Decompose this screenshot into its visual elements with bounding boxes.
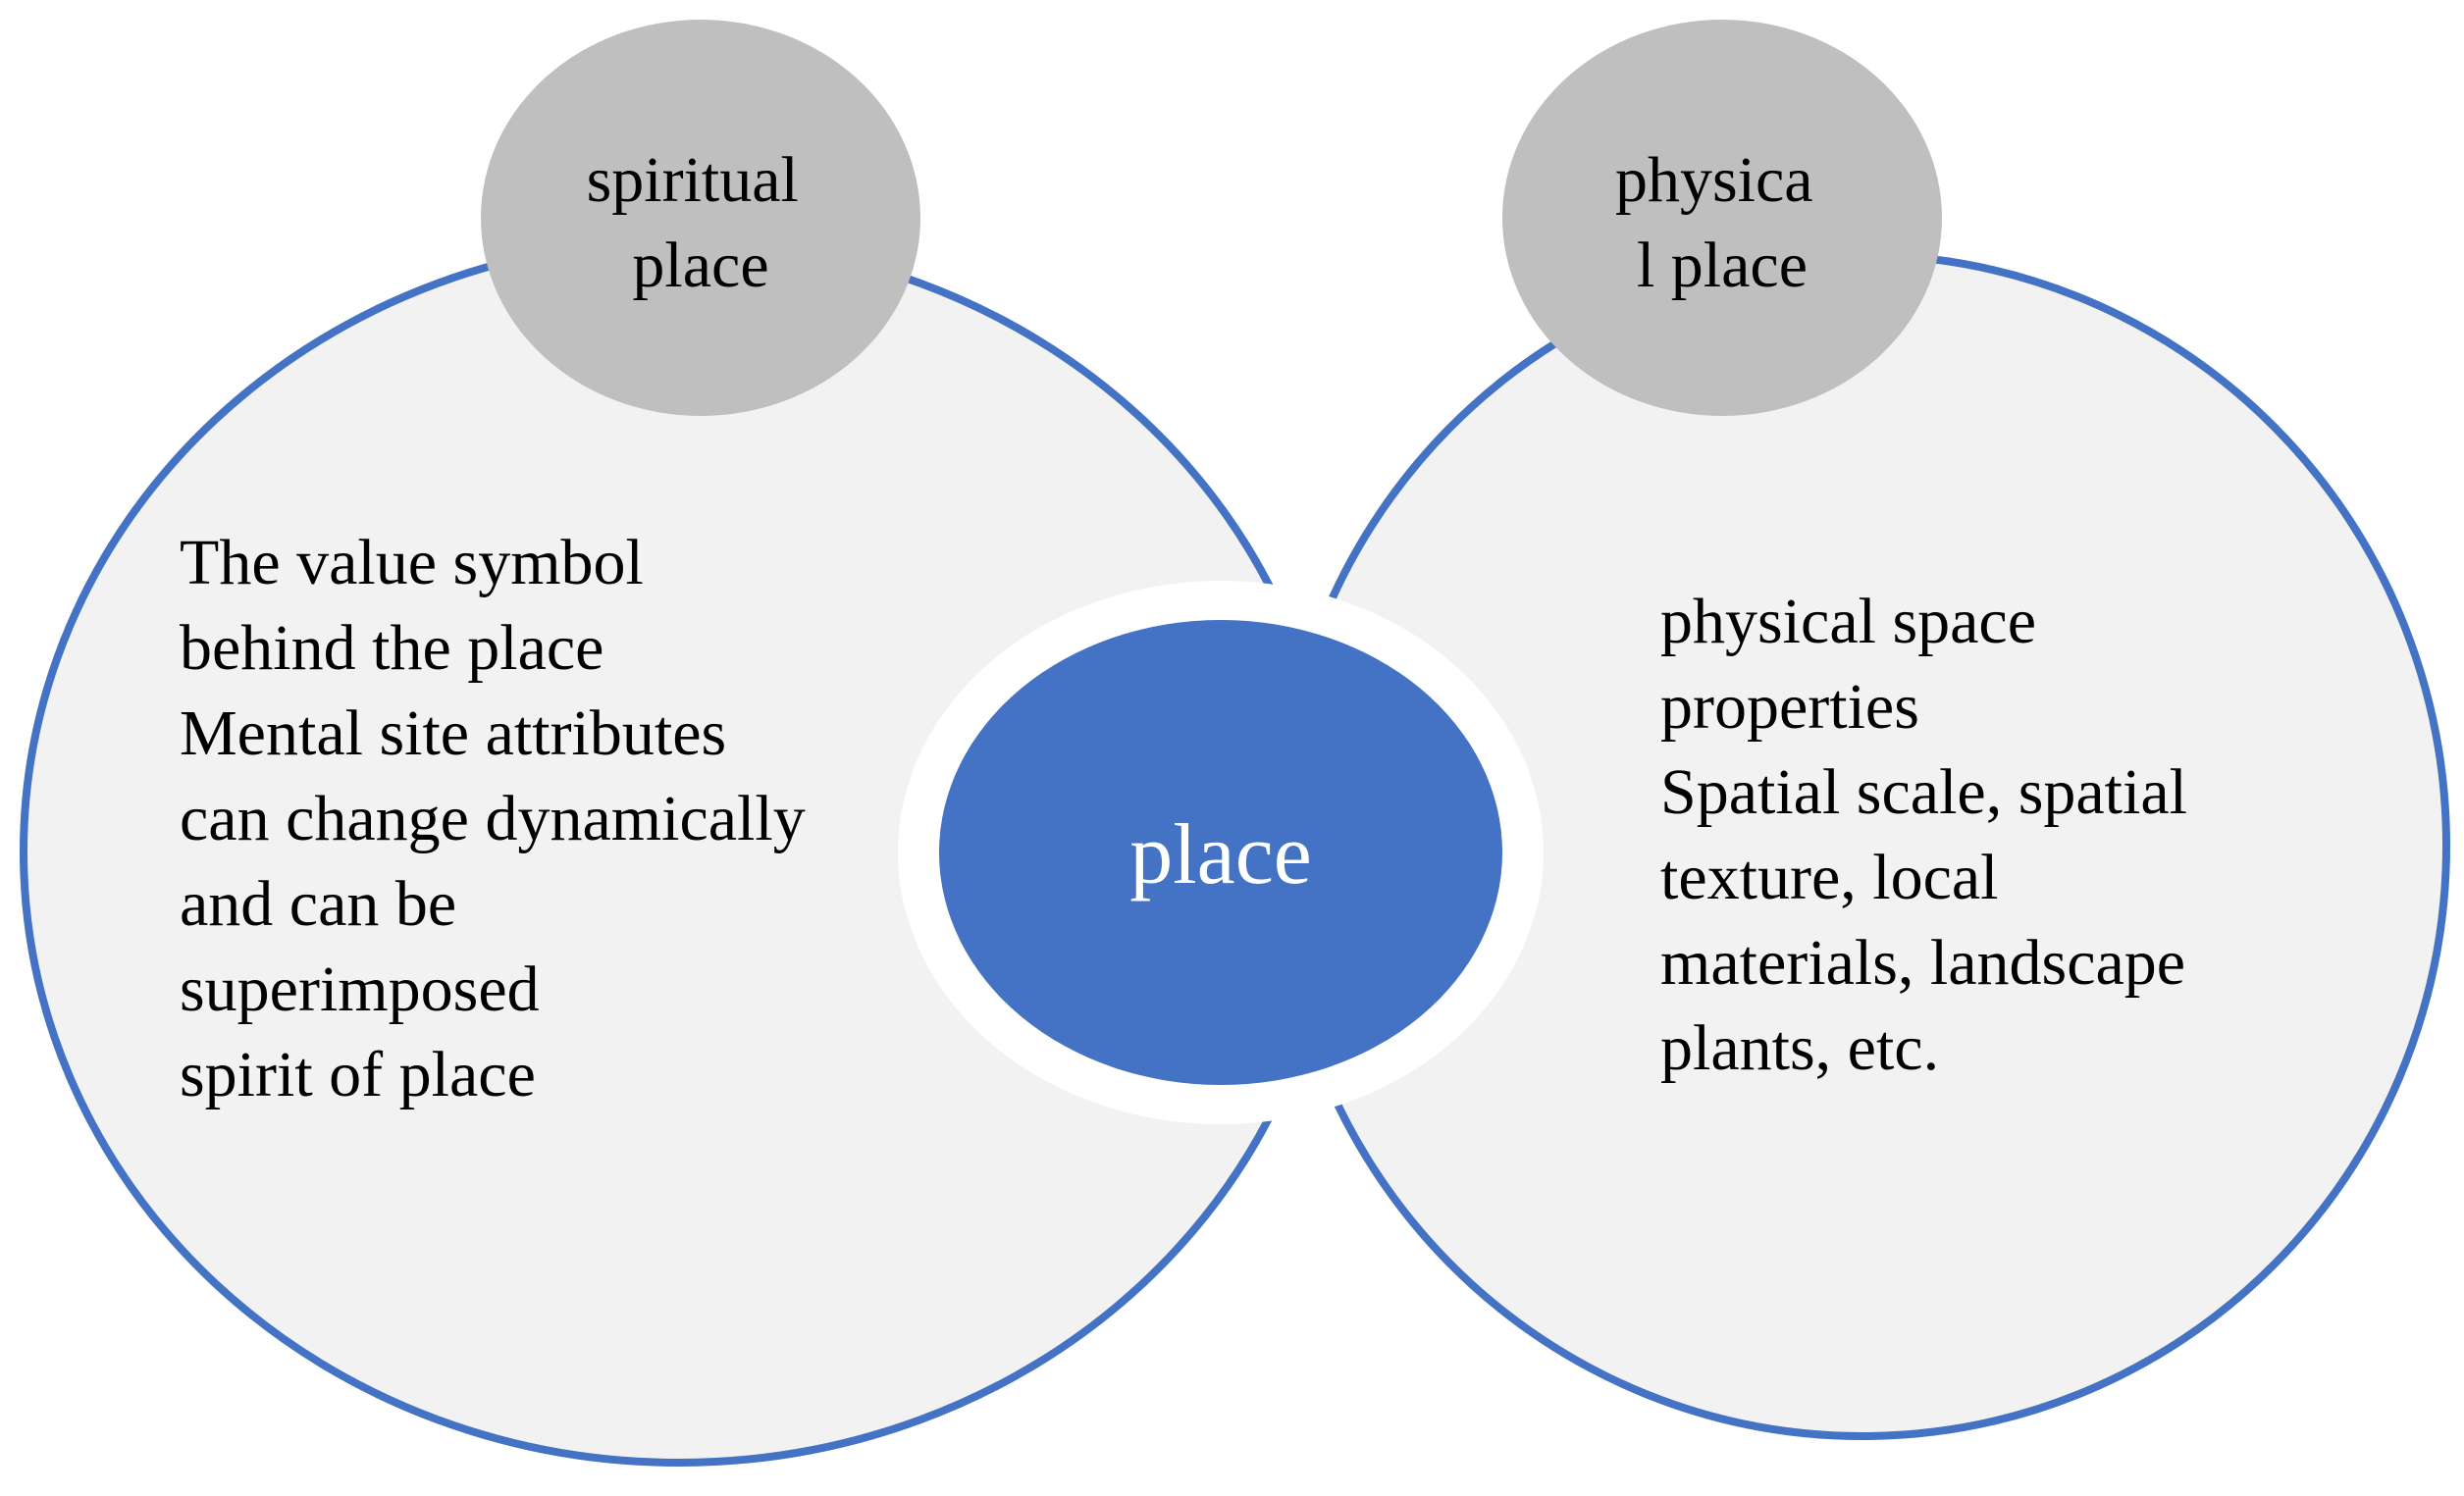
right-body-text: physical space properties Spatial scale,… [1660,586,2204,1084]
left-body-text: The value symbol behind the place Mental… [180,527,821,1110]
left-header-circle [481,20,920,416]
center-label: place [1129,807,1312,903]
right-header-circle [1502,20,1942,416]
center-circle [939,620,1502,1085]
left-header-label: spiritual place [587,144,815,301]
right-header-label: physica l place [1615,144,1829,301]
